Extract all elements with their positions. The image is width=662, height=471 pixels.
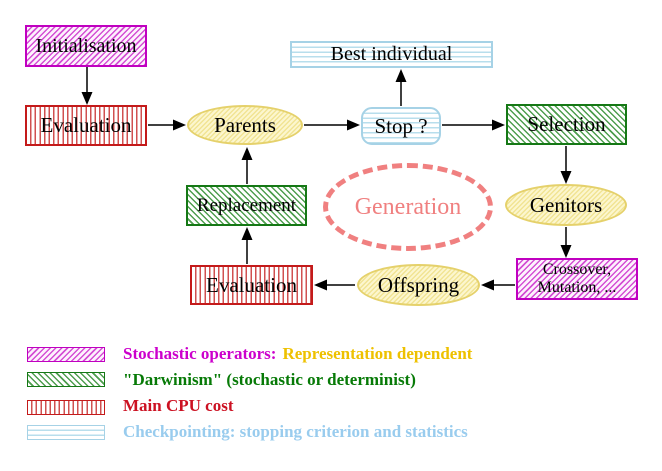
legend-label-stochastic-operators: Stochastic operators: Representation depe… — [123, 344, 472, 364]
legend-swatch-darwinism — [27, 372, 105, 387]
generation-loop-ellipse: Generation — [323, 163, 493, 251]
arrow-crossover-to-offspring — [481, 279, 515, 291]
node-initialisation: Initialisation — [25, 25, 147, 67]
node-replacement: Replacement — [186, 185, 307, 226]
node-best-individual: Best individual — [290, 41, 493, 68]
node-evaluation-top: Evaluation — [25, 105, 147, 146]
node-parents: Parents — [187, 105, 303, 145]
legend-label-darwinism: "Darwinism" (stochastic or determinist) — [123, 370, 416, 389]
legend-label-stochastic-part1: Stochastic operators: — [123, 344, 277, 363]
node-evaluation-bottom: Evaluation — [190, 265, 313, 305]
arrow-stop-to-selection — [442, 119, 505, 131]
crossover-line1: Crossover, — [542, 261, 612, 278]
arrow-evaluation-to-replacement — [241, 227, 253, 264]
arrow-replacement-to-parents — [241, 147, 253, 184]
arrow-offspring-to-evaluation — [314, 279, 355, 291]
node-crossover-mutation: Crossover, Mutation, ... — [516, 258, 638, 300]
node-offspring: Offspring — [357, 264, 480, 306]
node-genitors: Genitors — [505, 184, 627, 226]
arrow-genitors-to-crossover — [560, 227, 572, 258]
node-selection: Selection — [506, 104, 627, 145]
legend-swatch-checkpointing — [27, 425, 105, 440]
legend-label-cpu-cost: Main CPU cost — [123, 396, 234, 415]
node-stop: Stop ? — [361, 107, 441, 145]
legend-swatch-cpu-cost — [27, 400, 105, 415]
arrow-parents-to-stop — [304, 119, 360, 131]
arrow-stop-to-best-individual — [395, 69, 407, 106]
arrow-initialisation-to-evaluation — [81, 67, 93, 105]
legend-label-stochastic-part2: Representation dependent — [282, 344, 473, 363]
crossover-line2: Mutation, ... — [537, 279, 617, 296]
arrow-selection-to-genitors — [560, 146, 572, 184]
legend-label-checkpointing: Checkpointing: stopping criterion and st… — [123, 422, 468, 441]
legend-swatch-stochastic-operators — [27, 347, 105, 362]
arrow-evaluation-to-parents — [148, 119, 186, 131]
